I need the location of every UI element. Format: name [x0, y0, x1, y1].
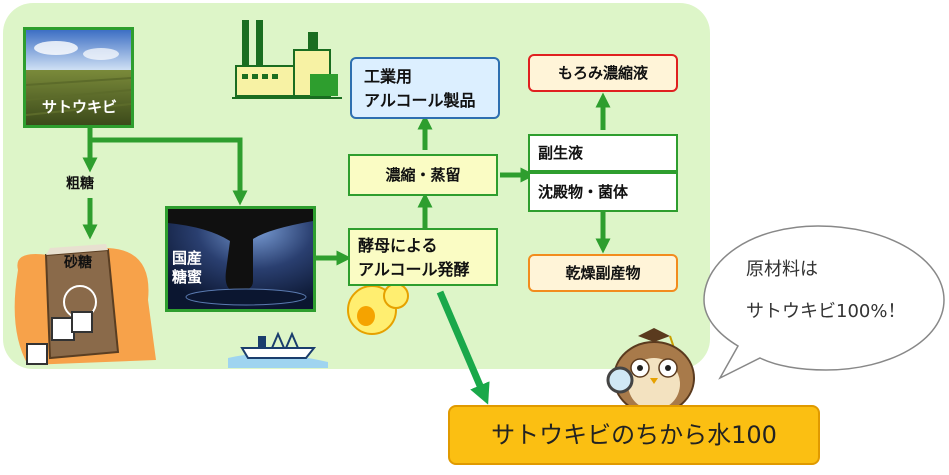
distillation-label: 濃縮・蒸留 — [385, 166, 461, 184]
fermentation-line1: 酵母による — [358, 236, 438, 255]
moromi-label: もろみ濃縮液 — [557, 64, 648, 82]
sugarcane-field-icon — [26, 30, 131, 125]
sugar-illustration: 砂糖 — [8, 240, 158, 370]
speech-bubble — [703, 225, 945, 380]
owl-mascot-icon — [606, 328, 695, 415]
industrial-line1: 工業用 — [364, 67, 413, 86]
moromi-box: もろみ濃縮液 — [528, 54, 678, 92]
sediment-box: 沈殿物・菌体 — [528, 172, 678, 212]
sugar-cube-icon — [51, 311, 93, 341]
molasses-photo: 国産 糖蜜 — [165, 206, 316, 312]
fermentation-line2: アルコール発酵 — [358, 260, 470, 279]
arrow-to-molasses — [90, 137, 248, 206]
molasses-label: 国産 糖蜜 — [172, 249, 202, 287]
distillation-box: 濃縮・蒸留 — [348, 154, 498, 196]
raw-sugar-label: 粗糖 — [66, 176, 94, 192]
dried-byproduct-box: 乾燥副産物 — [528, 254, 678, 292]
sugar-label: 砂糖 — [64, 255, 92, 271]
sugar-bag-icon — [14, 244, 156, 365]
factory-icon — [232, 20, 342, 99]
molasses-label-line2: 糖蜜 — [172, 268, 203, 286]
sediment-label: 沈殿物・菌体 — [538, 183, 629, 201]
product-box: サトウキビのちから水100 — [448, 405, 820, 465]
yeast-icon — [347, 283, 409, 335]
product-label: サトウキビのちから水100 — [491, 421, 777, 449]
ship-icon — [228, 331, 328, 368]
industrial-line2: アルコール製品 — [364, 91, 476, 110]
by-liquid-box: 副生液 — [528, 134, 678, 172]
sugarcane-label: サトウキビ — [42, 98, 118, 116]
molasses-label-line1: 国産 — [172, 249, 203, 267]
speech-line1: 原材料は — [746, 259, 818, 280]
speech-line2: サトウキビ100%！ — [746, 301, 906, 322]
by-liquid-label: 副生液 — [538, 144, 584, 162]
fermentation-box: 酵母による アルコール発酵 — [348, 228, 498, 286]
arrow-to-product — [436, 290, 490, 405]
dried-byproduct-label: 乾燥副産物 — [565, 264, 641, 282]
sugar-cube-small-icon — [26, 343, 48, 365]
industrial-alcohol-box: 工業用 アルコール製品 — [350, 57, 500, 119]
molasses-pour-icon — [168, 209, 313, 309]
sugarcane-photo: サトウキビ — [23, 27, 134, 128]
